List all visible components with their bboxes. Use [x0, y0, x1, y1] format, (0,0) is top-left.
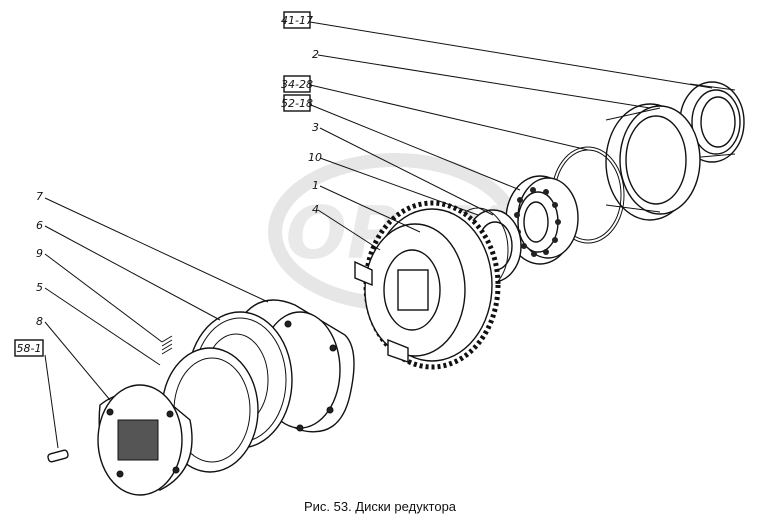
reference-52-18-text: 52-18 [281, 97, 313, 110]
part-hub [97, 384, 193, 496]
figure-caption: Рис. 53. Диски редуктора [304, 499, 457, 514]
leader-lines [44, 21, 713, 449]
part-spring [161, 335, 173, 355]
callout-3: 3 [312, 121, 319, 134]
callout-7: 7 [36, 190, 43, 203]
callout-9: 9 [36, 247, 43, 260]
callout-1: 1 [312, 179, 319, 192]
reference-58-1-text: 58-1 [17, 342, 42, 355]
part-ball-bearing [505, 175, 579, 265]
reference-52-18: 52-18 [281, 94, 313, 112]
part-drum [605, 103, 701, 221]
part-pin [47, 449, 69, 463]
reference-41-17: 41-17 [281, 11, 313, 29]
reference-34-28: 34-28 [281, 75, 313, 93]
reference-34-28-text: 34-28 [281, 78, 313, 91]
callout-5: 5 [36, 281, 43, 294]
reference-58-1: 58-1 [14, 339, 44, 357]
callout-8: 8 [36, 315, 43, 328]
reference-41-17-text: 41-17 [281, 14, 313, 27]
callout-10: 10 [308, 151, 322, 164]
part-gear [354, 200, 501, 370]
callout-2: 2 [312, 48, 319, 61]
callout-6: 6 [36, 219, 43, 232]
callout-4: 4 [312, 203, 319, 216]
